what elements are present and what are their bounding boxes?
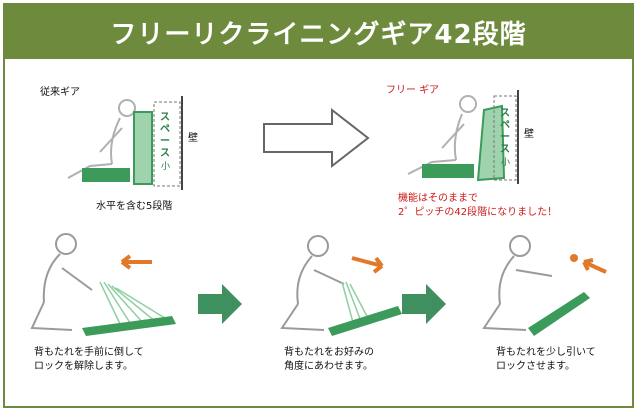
chair-seat [422, 164, 474, 178]
motion-arrow-icon [120, 254, 152, 270]
seated-person-icon [67, 99, 136, 179]
step2-line1: 背もたれをお好みの [284, 347, 374, 358]
step3-illustration [482, 235, 607, 336]
conventional-chair-diagram [67, 96, 183, 190]
infographic-frame: フリーリクライニングギア42段階 [3, 3, 634, 408]
step1-line2: ロックを解除します。 [34, 361, 133, 372]
free-note-line1: 機能はそのままで [398, 193, 478, 204]
step2-line2: 角度にあわせます。 [284, 361, 373, 372]
step2-illustration [280, 235, 402, 336]
kneeling-person-icon [482, 235, 553, 331]
folding-backrest-fan [99, 281, 169, 329]
chair-base [82, 316, 176, 336]
chair-base [528, 292, 590, 336]
seated-person-icon [407, 95, 477, 175]
chair-base [328, 306, 402, 336]
motion-arrow-icon [351, 256, 384, 274]
step3-line1: 背もたれを少し引いて [496, 347, 596, 358]
conventional-wall-label: 壁 [188, 133, 198, 144]
conventional-caption: 水平を含む5段階 [96, 201, 173, 212]
free-gear-label: フリー ギア [386, 85, 440, 96]
conventional-gear-label: 従来ギア [40, 87, 80, 98]
folding-backrest-fan [341, 281, 371, 327]
step-arrow-1-icon [198, 284, 242, 324]
transition-arrow-icon [263, 107, 370, 169]
motion-arrow-icon [582, 258, 607, 274]
step1-illustration [30, 233, 176, 336]
conventional-space-mark: 小 [161, 162, 171, 172]
chair-backrest [133, 111, 153, 185]
hand-pull-dot [570, 254, 578, 262]
step1-line1: 背もたれを手前に倒して [34, 347, 144, 358]
free-chair-diagram [407, 90, 519, 184]
kneeling-person-icon [280, 235, 345, 331]
kneeling-person-icon [30, 233, 93, 331]
chair-seat [82, 168, 130, 182]
step3-line2: ロックさせます。 [496, 361, 575, 372]
title-banner: フリーリクライニングギア42段階 [5, 5, 632, 59]
free-wall-label: 壁 [524, 129, 534, 140]
conventional-space-label: スペース [160, 112, 170, 159]
page-title: フリーリクライニングギア42段階 [110, 19, 527, 50]
space-area [493, 95, 517, 181]
free-note-line2: 2゜ピッチの42段階になりました！ [398, 207, 558, 218]
step-arrow-2-icon [402, 284, 446, 324]
chair-backrest [476, 104, 506, 182]
free-space-mark: 小 [501, 158, 511, 168]
free-space-label: スペース [500, 108, 510, 155]
space-area [153, 101, 181, 187]
